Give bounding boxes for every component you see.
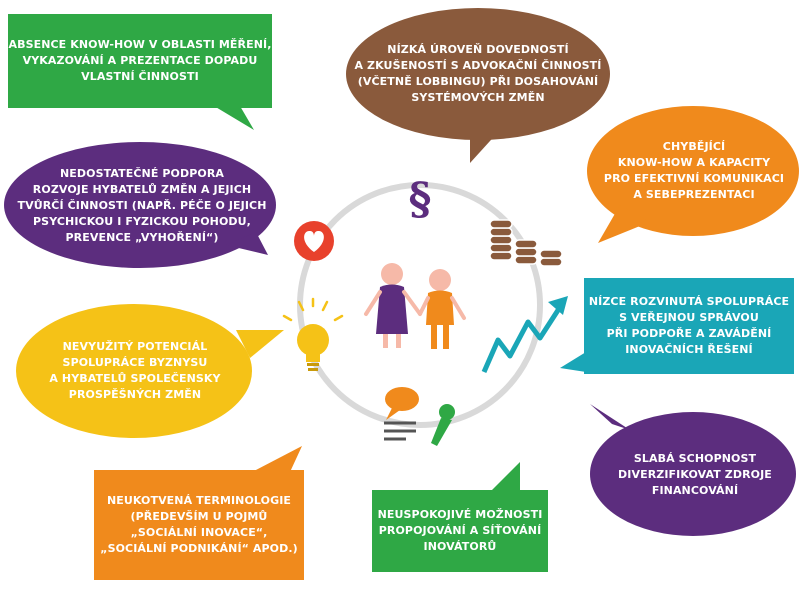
bubble-public-sector-shape xyxy=(560,278,794,374)
bubble-line: S VEŘEJNOU SPRÁVOU xyxy=(619,311,759,324)
bubble-line: A ZKUŠENOSTÍ S ADVOKAČNÍ ČINNOSTÍ xyxy=(354,59,602,72)
bubble-business-shape xyxy=(16,304,284,438)
bubble-line: ROZVOJE HYBATELŮ ZMĚN A JEJICH xyxy=(32,183,252,196)
bubble-terminology-text: NEUKOTVENÁ TERMINOLOGIE (PŘEDEVŠÍM U POJ… xyxy=(94,470,304,580)
bubble-line: VYKAZOVÁNÍ A PREZENTACE DOPADU xyxy=(22,54,258,67)
bubble-line: KNOW-HOW A KAPACITY xyxy=(617,156,771,169)
bubble-funding-shape xyxy=(590,404,796,536)
bubble-line: „SOCIÁLNÍ INOVACE“, xyxy=(130,526,268,539)
bubble-line: „SOCIÁLNÍ PODNIKÁNÍ“ APOD.) xyxy=(100,542,298,555)
bubble-line: SLABÁ SCHOPNOST xyxy=(633,452,757,465)
bubble-line: (VČETNĚ LOBBINGU) PŘI DOSAHOVÁNÍ xyxy=(357,75,599,88)
bubble-measurement-text: ABSENCE KNOW-HOW V OBLASTI MĚŘENÍ, VYKAZ… xyxy=(8,14,272,108)
bubble-line: INOVÁTORŮ xyxy=(423,540,497,553)
bubble-advocacy-text: NÍZKÁ ÚROVEŇ DOVEDNOSTÍ A ZKUŠENOSTÍ S A… xyxy=(350,26,606,122)
bubble-business-text: NEVYUŽITÝ POTENCIÁL SPOLUPRÁCE BYZNYSU A… xyxy=(24,326,246,416)
bubble-line: NEUKOTVENÁ TERMINOLOGIE xyxy=(106,494,292,507)
bubble-line: NEDOSTATEČNÉ PODPORA xyxy=(59,167,224,180)
heart-icon xyxy=(294,221,334,261)
bubble-support-shape xyxy=(4,142,276,268)
bubble-line: PSYCHICKOU I FYZICKOU POHODU, xyxy=(33,215,251,228)
bubble-funding-text: SLABÁ SCHOPNOST DIVERZIFIKOVAT ZDROJE FI… xyxy=(600,440,790,510)
bubble-line: NÍZKÁ ÚROVEŇ DOVEDNOSTÍ xyxy=(387,43,569,56)
bubble-support-text: NEDOSTATEČNÉ PODPORA ROZVOJE HYBATELŮ ZM… xyxy=(10,158,274,254)
bubble-communication-text: CHYBĚJÍCÍ KNOW-HOW A KAPACITY PRO EFEKTI… xyxy=(596,126,792,216)
bubble-line: VLASTNÍ ČINNOSTI xyxy=(81,70,199,83)
bubble-networking-text: NEUSPOKOJIVÉ MOŽNOSTI PROPOJOVÁNÍ A SÍŤO… xyxy=(372,490,548,572)
bubble-line: SPOLUPRÁCE BYZNYSU xyxy=(62,356,208,369)
bubble-line: NEVYUŽITÝ POTENCIÁL xyxy=(62,340,208,353)
bubble-line: SYSTÉMOVÝCH ZMĚN xyxy=(411,91,545,104)
bubble-advocacy-shape xyxy=(346,8,610,163)
bubble-line: A HYBATELŮ SPOLEČENSKY xyxy=(49,372,221,385)
microphone-icon xyxy=(431,404,455,446)
bubble-line: PRO EFEKTIVNÍ KOMUNIKACI xyxy=(603,172,785,185)
bubble-line: NEUSPOKOJIVÉ MOŽNOSTI xyxy=(377,508,543,521)
bubble-line: (PŘEDEVŠÍM U POJMŮ xyxy=(130,510,268,523)
two-people-icon xyxy=(364,263,466,349)
bubble-terminology-shape xyxy=(94,446,304,580)
lightbulb-icon xyxy=(282,297,344,371)
bubble-line: A SEBEPREZENTACI xyxy=(633,188,755,201)
bubble-line: PŘI PODPOŘE A ZAVÁDĚNÍ xyxy=(606,327,772,340)
chat-bubble-icon xyxy=(384,387,419,441)
bubble-measurement-shape xyxy=(8,14,272,130)
bubble-line: INOVAČNÍCH ŘEŠENÍ xyxy=(625,343,753,356)
bubble-communication-shape xyxy=(587,106,799,243)
paragraph-icon: § xyxy=(408,174,431,225)
bubble-line: PROSPĚŠNÝCH ZMĚN xyxy=(68,388,202,401)
bubble-line: CHYBĚJÍCÍ xyxy=(662,140,726,153)
bubble-line: FINANCOVÁNÍ xyxy=(651,484,739,497)
bubble-networking-shape xyxy=(372,462,548,572)
bubble-line: DIVERZIFIKOVAT ZDROJE xyxy=(618,468,772,481)
coins-icon xyxy=(489,219,563,267)
bubble-line: ABSENCE KNOW-HOW V OBLASTI MĚŘENÍ, xyxy=(8,38,272,51)
bubble-line: TVŮRČÍ ČINNOSTI (NAPŘ. PÉČE O JEJICH xyxy=(17,199,267,212)
bubble-line: NÍZCE ROZVINUTÁ SPOLUPRÁCE xyxy=(588,295,790,308)
bubble-line: PROPOJOVÁNÍ A SÍŤOVÁNÍ xyxy=(378,524,542,537)
trend-arrow-icon xyxy=(481,296,568,374)
bubble-line: PREVENCE „VYHOŘENÍ“) xyxy=(65,231,219,244)
bubble-public-sector-text: NÍZCE ROZVINUTÁ SPOLUPRÁCE S VEŘEJNOU SP… xyxy=(584,278,794,374)
